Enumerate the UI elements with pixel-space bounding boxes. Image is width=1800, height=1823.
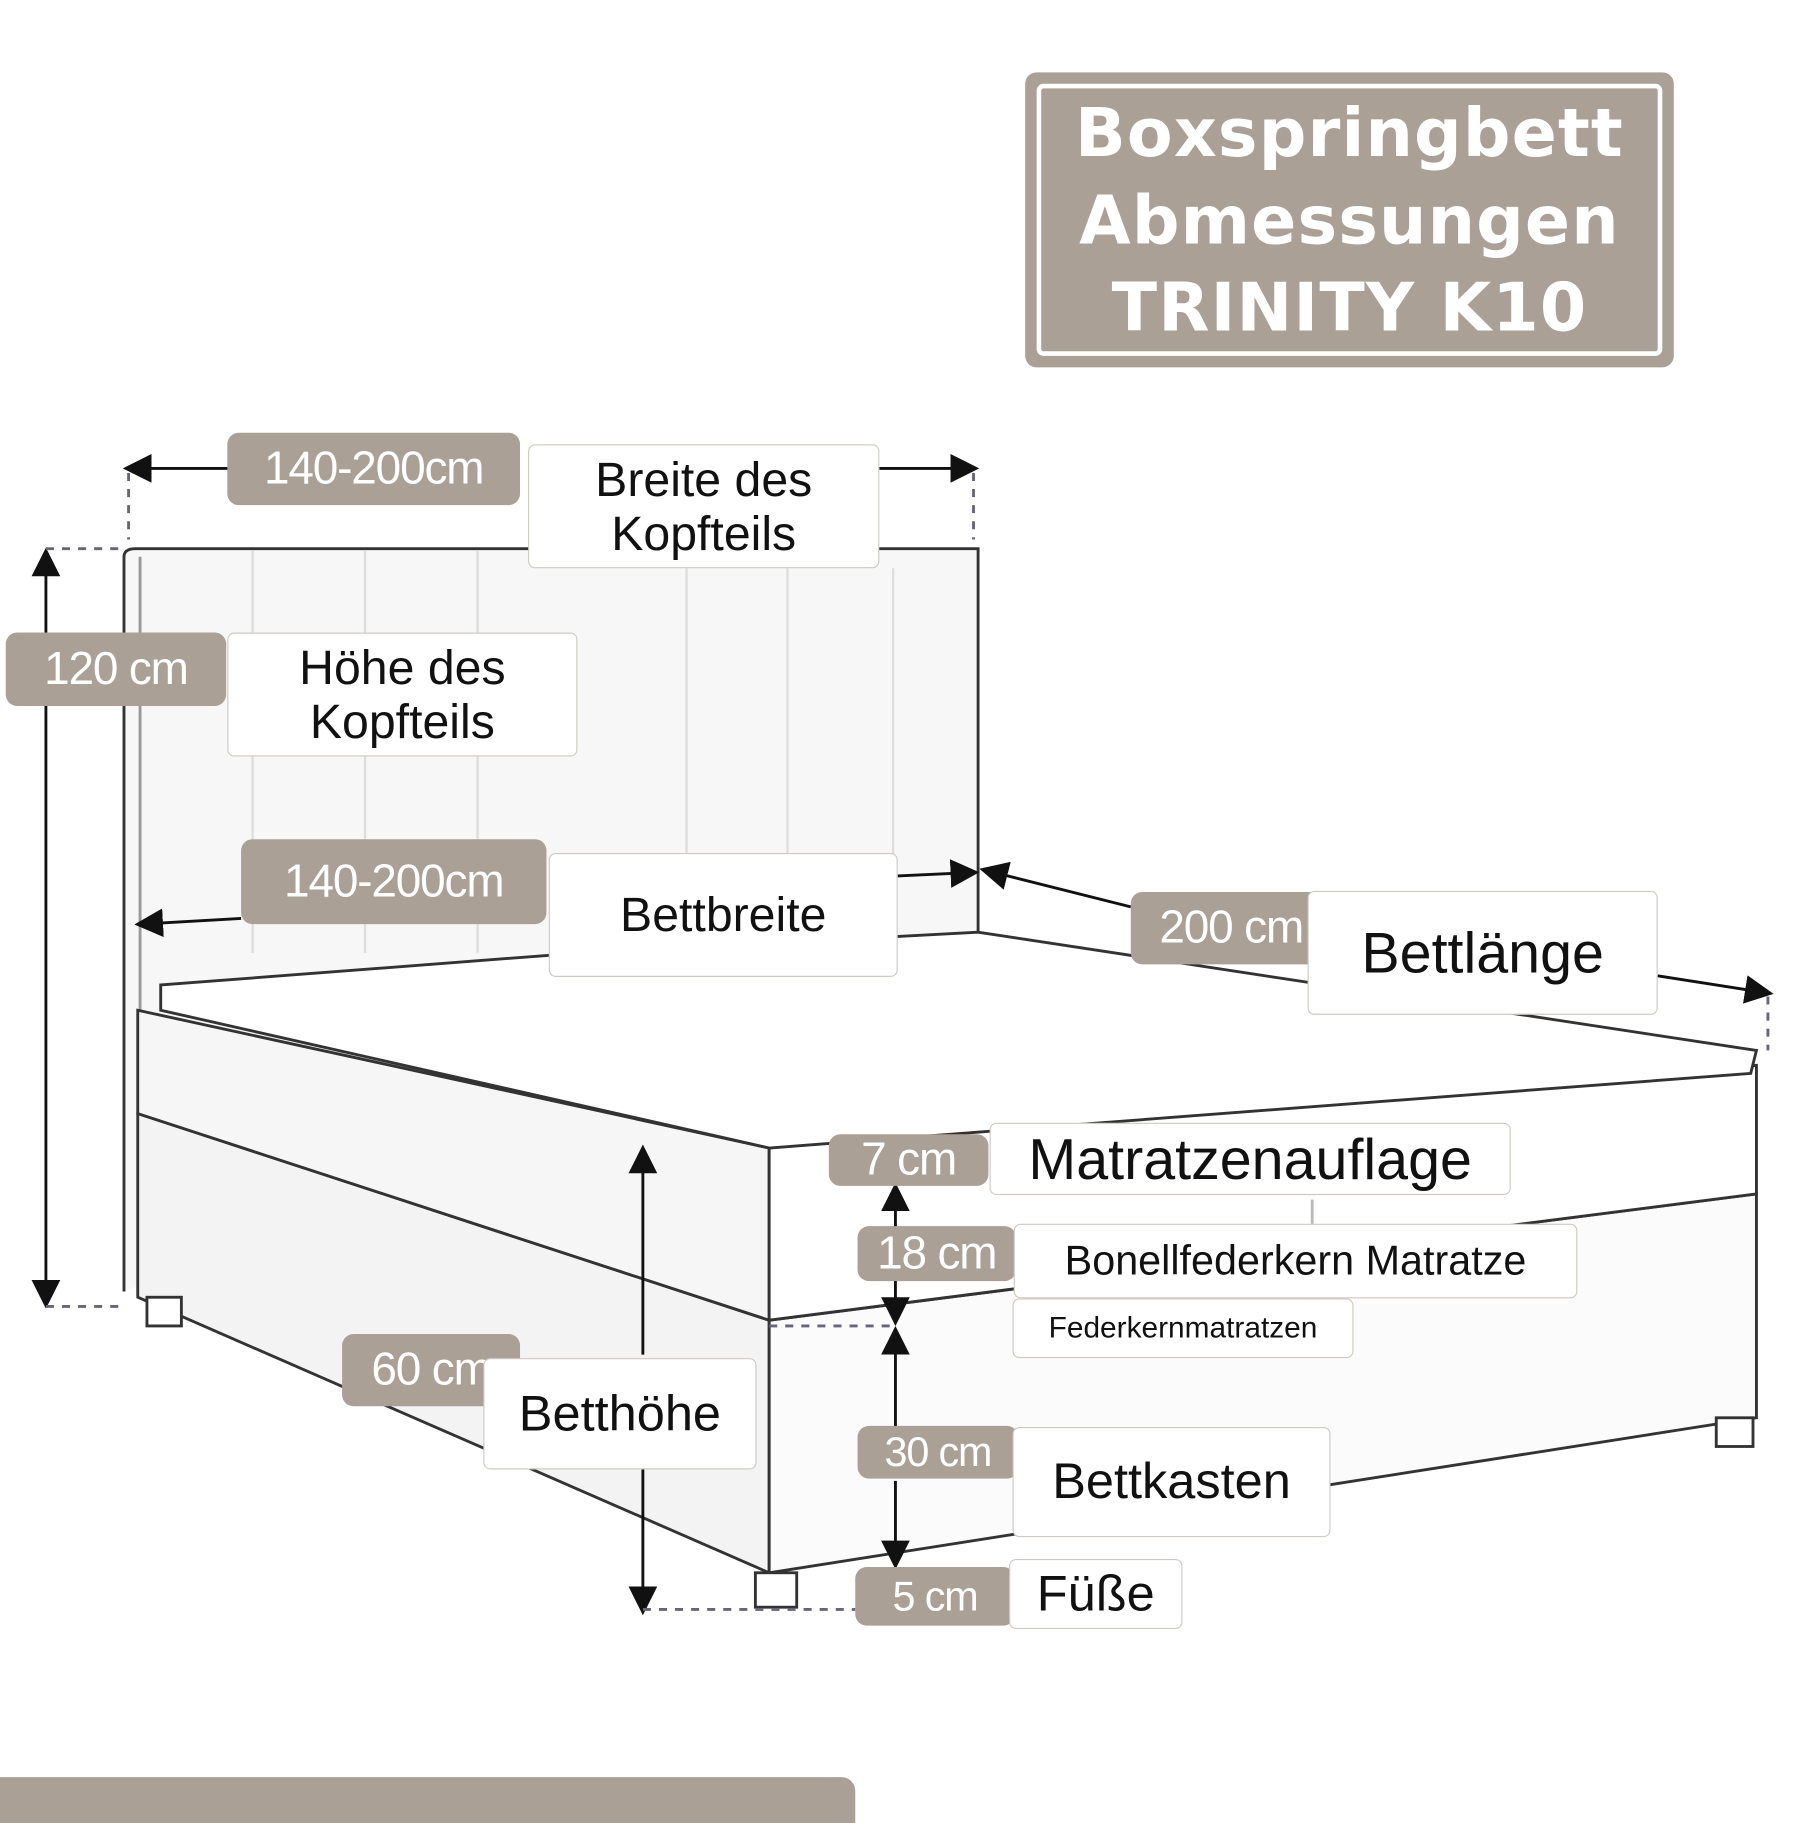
headboard-height-value: 120 cm [5, 632, 227, 707]
title-line-3: TRINITY K10 [1111, 268, 1588, 347]
footer-bar [0, 1777, 856, 1823]
bed-length-label: Bettlänge [1307, 890, 1658, 1015]
feet-value: 5 cm [855, 1567, 1015, 1626]
mattress-value: 18 cm [857, 1226, 1016, 1282]
bed-length-value: 200 cm [1130, 891, 1332, 965]
box-label: Bettkasten [1012, 1426, 1331, 1538]
topper-value: 7 cm [828, 1134, 989, 1186]
mattress-sublabel: Federkernmatratzen [1012, 1298, 1354, 1359]
headboard-width-label: Breite des Kopfteils [528, 444, 880, 569]
title-line-2: Abmessungen [1079, 180, 1620, 259]
feet-label: Füße [1009, 1558, 1183, 1630]
box-value: 30 cm [857, 1425, 1019, 1479]
title-box: Boxspringbett Abmessungen TRINITY K10 [1025, 72, 1674, 368]
mattress-label: Bonellfederkern Matratze [1013, 1223, 1578, 1299]
bed-height-label: Betthöhe [483, 1358, 757, 1470]
headboard-width-value: 140-200cm [227, 432, 521, 506]
bed-width-value: 140-200cm [241, 839, 547, 925]
title-line-1: Boxspringbett [1075, 93, 1624, 172]
bed-width-label: Bettbreite [548, 852, 898, 977]
headboard-height-label: Höhe des Kopfteils [227, 632, 578, 757]
topper-label: Matratzenauflage [989, 1122, 1511, 1196]
